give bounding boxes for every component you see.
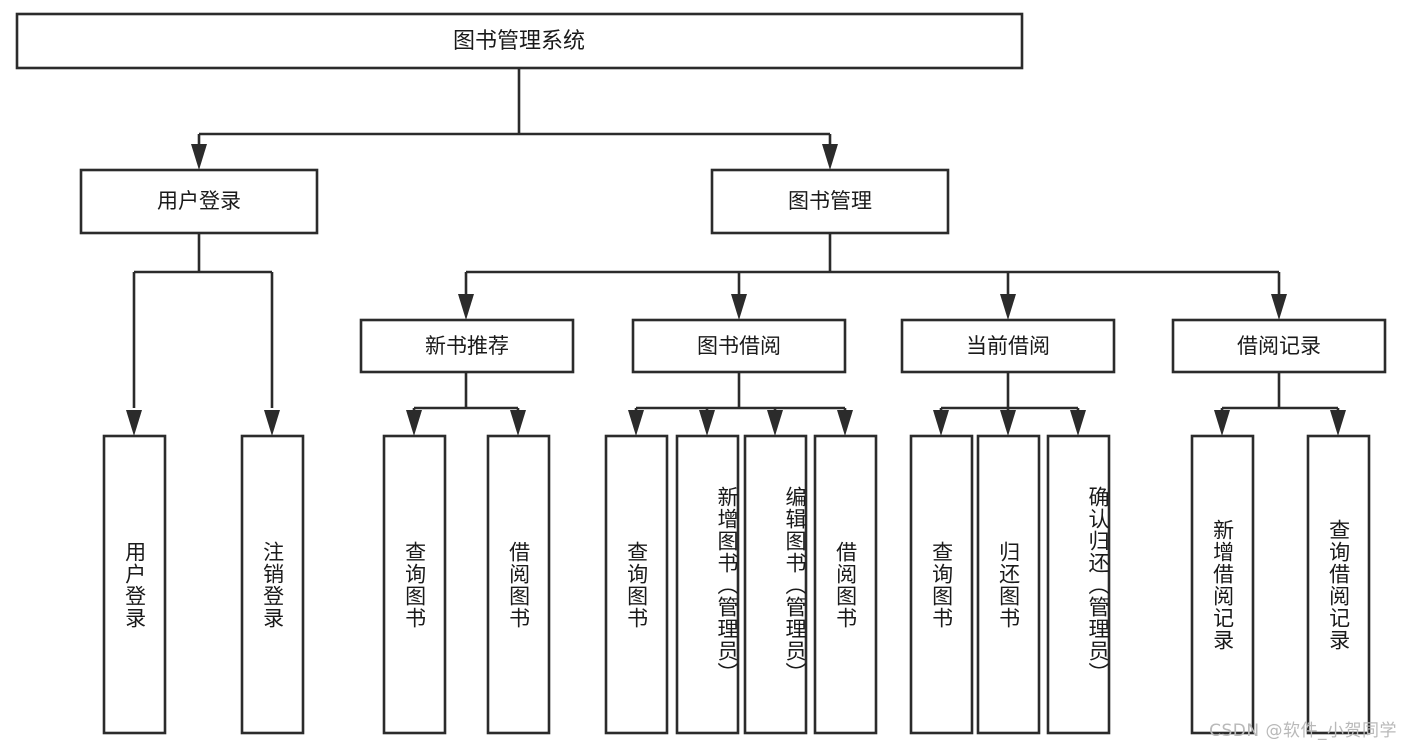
csdn-watermark: CSDN @软件_小贺同学 [1209, 721, 1397, 741]
leaf-box-confirm-return-admin[interactable] [1046, 434, 1111, 735]
node-current-borrow-label: 当前借阅 [966, 334, 1050, 358]
leaf-box-add-borrow-record[interactable] [1190, 434, 1255, 735]
connector-current-borrow-to-leaves [933, 372, 1086, 436]
leaf-box-add-book-admin[interactable] [675, 434, 740, 735]
node-book-management-label: 图书管理 [788, 189, 872, 213]
leaf-box-query-book-borrow[interactable] [604, 434, 669, 735]
node-borrow-record[interactable]: 借阅记录 [1171, 318, 1387, 374]
leaf-box-return-book[interactable] [976, 434, 1041, 735]
node-user-login-label: 用户登录 [157, 189, 241, 213]
node-root-label: 图书管理系统 [453, 29, 585, 54]
node-new-book-recommend[interactable]: 新书推荐 [359, 318, 575, 374]
node-book-management[interactable]: 图书管理 [710, 168, 950, 235]
leaf-box-query-book-current[interactable] [909, 434, 974, 735]
leaf-box-borrow-book-borrow[interactable] [813, 434, 878, 735]
node-new-book-recommend-label: 新书推荐 [425, 334, 509, 358]
node-root-system[interactable]: 图书管理系统 [15, 12, 1024, 70]
leaf-box-user-login[interactable] [102, 434, 167, 735]
leaf-box-borrow-book-newbook[interactable] [486, 434, 551, 735]
node-current-borrow[interactable]: 当前借阅 [900, 318, 1116, 374]
arrow-to-user-login [191, 144, 207, 170]
arrow-to-book-management [822, 144, 838, 170]
connector-user-login-to-leaves [126, 233, 280, 436]
leaf-box-logout-login[interactable] [240, 434, 305, 735]
connector-new-book-to-leaves [406, 372, 526, 436]
node-book-borrow[interactable]: 图书借阅 [631, 318, 847, 374]
leaf-box-edit-book-admin[interactable] [743, 434, 808, 735]
connector-borrow-record-to-leaves [1214, 372, 1346, 436]
leaf-box-query-book-newbook[interactable] [382, 434, 447, 735]
connector-book-borrow-to-leaves [628, 372, 853, 436]
node-borrow-record-label: 借阅记录 [1237, 334, 1321, 358]
connector-root-to-level1 [197, 68, 832, 156]
connector-book-management-to-level2 [458, 233, 1287, 320]
node-book-borrow-label: 图书借阅 [697, 334, 781, 358]
node-user-login[interactable]: 用户登录 [79, 168, 319, 235]
leaf-box-query-borrow-record[interactable] [1306, 434, 1371, 735]
